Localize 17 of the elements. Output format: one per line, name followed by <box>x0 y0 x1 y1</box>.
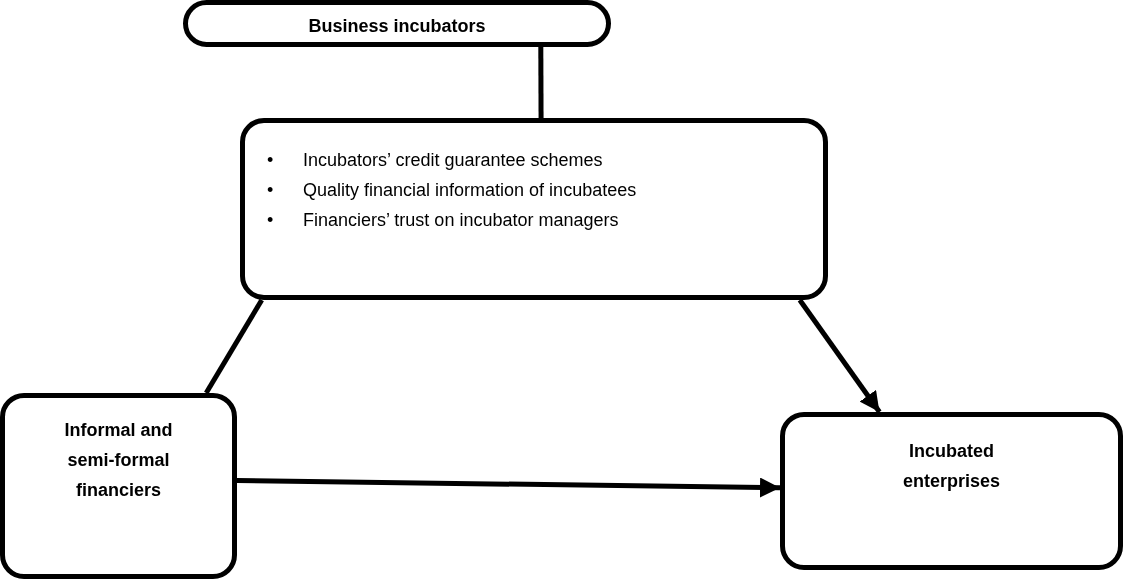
box-label: Business incubators <box>307 15 487 38</box>
connector-line <box>204 298 264 395</box>
bullet-mark: • <box>267 209 275 232</box>
list-item: Quality financial information of incubatees <box>303 179 637 202</box>
rounded-box <box>780 412 1123 570</box>
list-item: Incubators’ credit guarantee schemes <box>303 149 604 172</box>
rounded-box <box>183 0 611 47</box>
connector-line <box>538 47 544 118</box>
list-box <box>240 118 828 300</box>
bullet-mark: • <box>267 179 275 202</box>
bullet-mark: • <box>267 149 275 172</box>
arrow <box>797 298 882 414</box>
rounded-box <box>0 393 237 579</box>
box-label: Informal and semi-formal financiers <box>63 419 174 502</box>
arrow <box>236 477 781 498</box>
list-item: Financiers’ trust on incubator managers <box>303 209 620 232</box>
box-label: Incubated enterprises <box>901 440 1002 493</box>
